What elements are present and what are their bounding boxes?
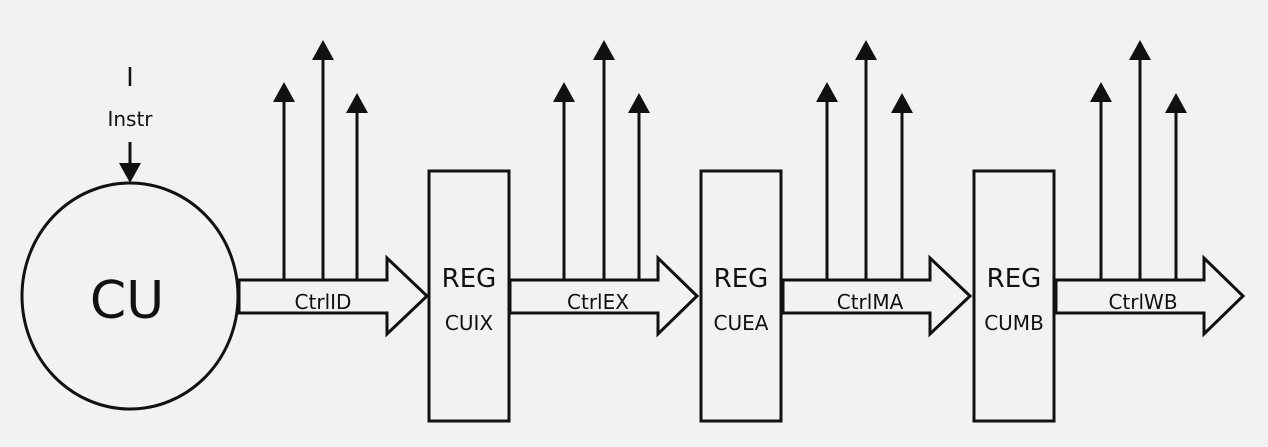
register-name-cuix: CUIX xyxy=(445,311,494,335)
register-box-cuix xyxy=(427,169,511,423)
signal-arrow-head xyxy=(553,82,575,102)
control-signals-ctrlma xyxy=(816,40,913,280)
signal-arrow-head xyxy=(816,82,838,102)
register-title-cumb: REG xyxy=(987,264,1042,294)
control-signals-ctrlwb xyxy=(1090,40,1187,280)
instr-arrow-head xyxy=(119,163,141,183)
signal-arrow-head xyxy=(1090,82,1112,102)
bus-label-ctrlex: CtrlEX xyxy=(567,290,629,314)
bus-arrow-ctrlex xyxy=(508,254,700,338)
signal-arrow-head xyxy=(273,82,295,102)
signal-arrow-head xyxy=(891,93,913,113)
bus-label-ctrlma: CtrlMA xyxy=(837,290,904,314)
instr-bar-glyph: I xyxy=(126,63,134,93)
instr-label: Instr xyxy=(107,107,153,131)
control-signals-ctrlid xyxy=(273,40,368,280)
bus-label-ctrlwb: CtrlWB xyxy=(1108,290,1177,314)
register-name-cuea: CUEA xyxy=(714,311,769,335)
cu-label: CU xyxy=(90,271,164,331)
register-box-cuea xyxy=(699,169,783,423)
register-title-cuea: REG xyxy=(714,264,769,294)
signal-arrow-head xyxy=(312,40,334,60)
bus-label-ctrlid: CtrlID xyxy=(295,290,352,314)
bus-arrow-ctrlma xyxy=(781,254,973,338)
signal-arrow-head xyxy=(593,40,615,60)
register-name-cumb: CUMB xyxy=(984,311,1044,335)
control-signals-ctrlex xyxy=(553,40,650,280)
signal-arrow-head xyxy=(628,93,650,113)
signal-arrow-head xyxy=(855,40,877,60)
signal-arrow-head xyxy=(1165,93,1187,113)
bus-arrow-ctrlid xyxy=(237,254,430,338)
register-title-cuix: REG xyxy=(442,264,497,294)
signal-arrow-head xyxy=(346,93,368,113)
register-box-cumb xyxy=(972,169,1056,423)
signal-arrow-head xyxy=(1129,40,1151,60)
bus-arrow-ctrlwb xyxy=(1054,254,1246,338)
